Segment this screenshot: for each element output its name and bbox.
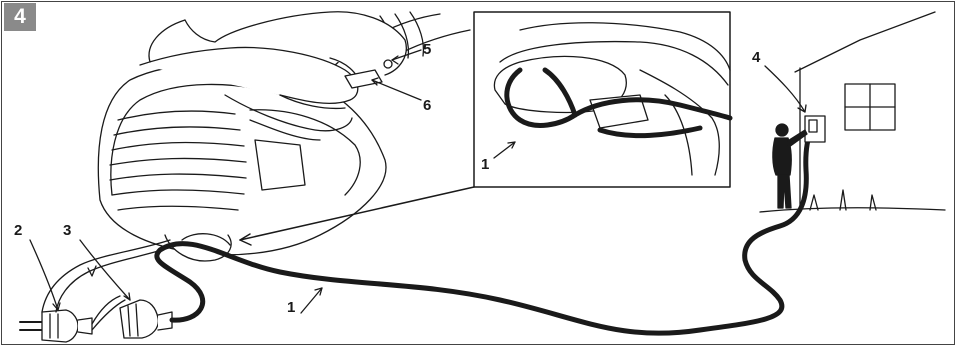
- callout-wall-outlet: 4: [752, 50, 760, 65]
- callout-extension-socket: 3: [63, 223, 71, 238]
- callout-cable-inset: 1: [481, 157, 489, 172]
- callout-cable: 1: [287, 300, 295, 315]
- person-icon: [773, 124, 807, 208]
- callout-plug: 2: [14, 223, 22, 238]
- callout-lock-button: 5: [423, 42, 431, 57]
- callout-trigger: 6: [423, 98, 431, 113]
- plug-icon: [20, 296, 125, 342]
- extension-socket-icon: [120, 300, 172, 338]
- trimmer-icon: [98, 12, 470, 261]
